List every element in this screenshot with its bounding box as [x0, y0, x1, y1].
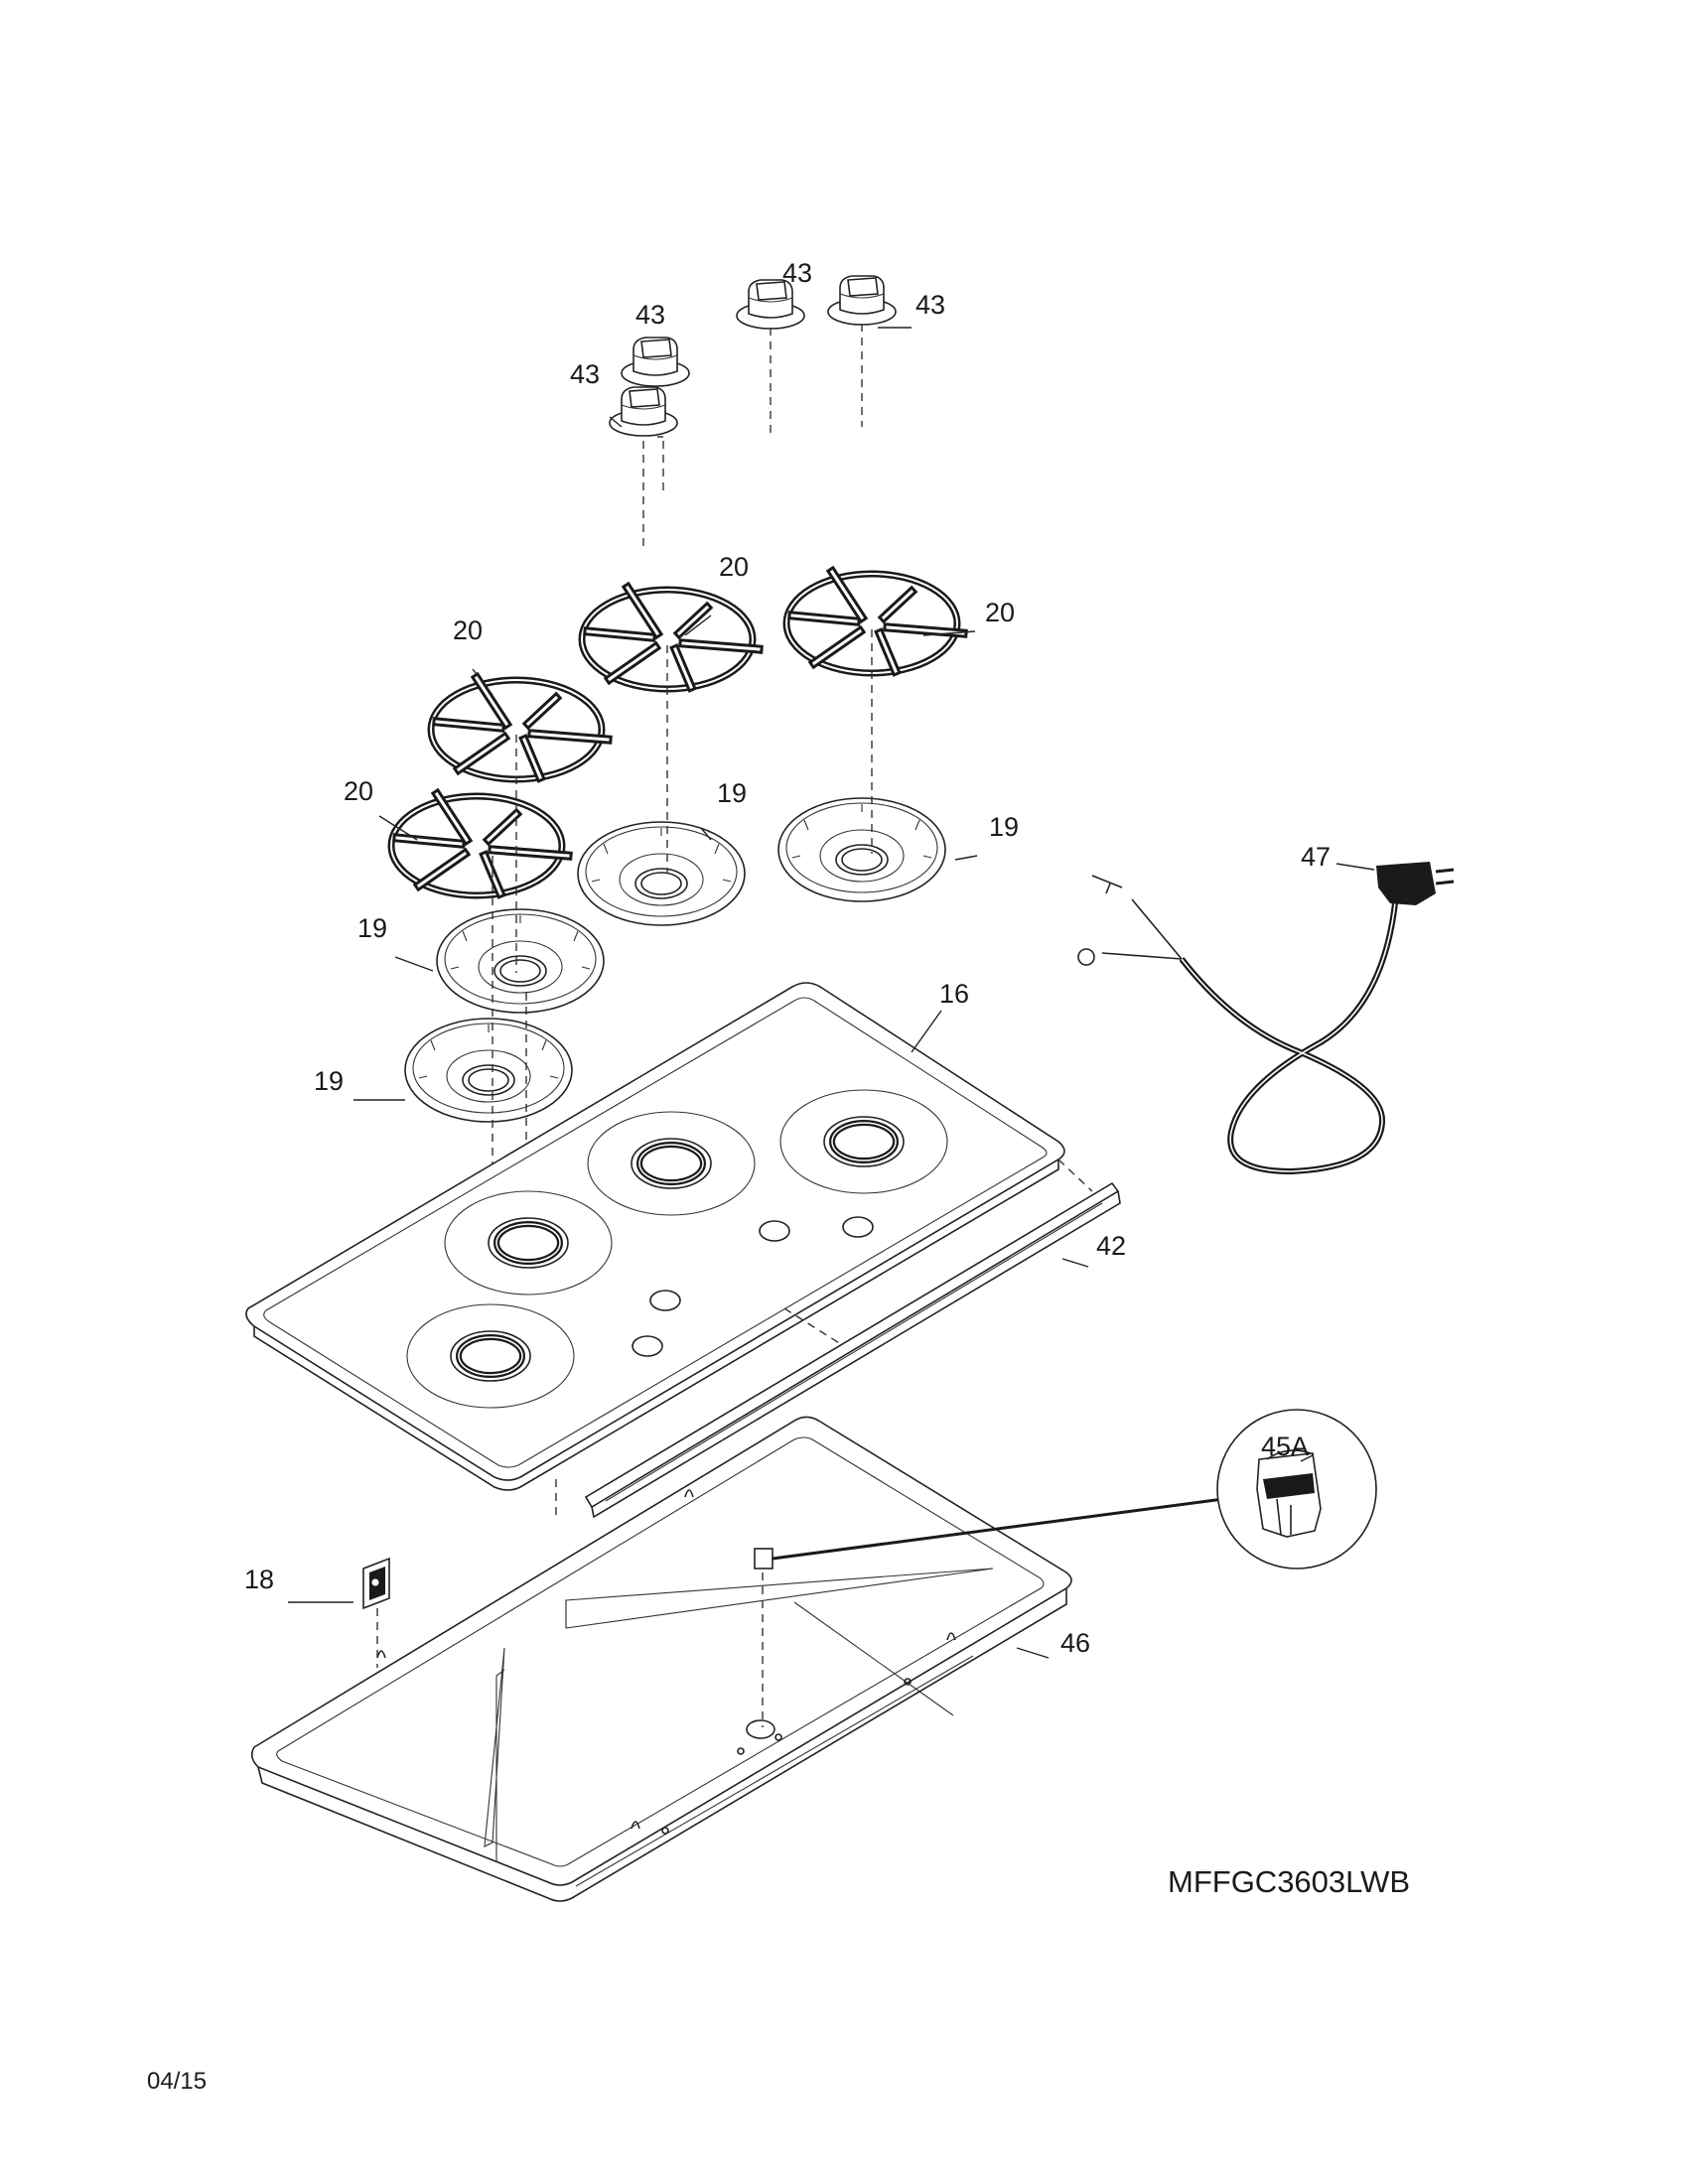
model-number: MFFGC3603LWB — [1168, 1864, 1410, 1899]
bowl-front-left — [404, 1018, 573, 1123]
revision-date: 04/15 — [147, 2068, 207, 2095]
bracket — [362, 1557, 390, 1668]
callout-trim: 42 — [1096, 1231, 1126, 1261]
knob-2 — [609, 386, 678, 437]
bowl-rear-right — [777, 797, 946, 902]
grate-rear-right — [786, 572, 963, 673]
callout-grate-rear-left: 20 — [453, 615, 483, 645]
callout-knob-2: 43 — [570, 359, 600, 389]
callout-grate-front-left: 20 — [344, 776, 373, 806]
callout-knob-3: 43 — [782, 258, 812, 288]
callout-bowl-rear-left: 19 — [357, 913, 387, 943]
callout-bracket: 18 — [244, 1565, 274, 1594]
spark-module — [754, 1409, 1377, 1570]
leader-lines — [288, 327, 1375, 1659]
bowl-rear-left — [436, 908, 605, 1014]
callout-knob-4: 43 — [915, 290, 945, 320]
trim-strip — [584, 1181, 1121, 1519]
callout-burner-box: 46 — [1060, 1628, 1090, 1658]
callout-bowl-front-left: 19 — [314, 1066, 344, 1096]
cooktop-panel — [245, 982, 1093, 1519]
burner-box — [250, 1416, 1072, 1902]
grate-front-left — [391, 794, 568, 895]
callout-bowl-rear-center: 19 — [717, 778, 747, 808]
callout-cooktop: 16 — [939, 979, 969, 1009]
grate-rear-center — [582, 588, 759, 689]
knob-4 — [827, 275, 897, 326]
callout-spark-module: 45A — [1261, 1432, 1309, 1461]
callout-cord: 47 — [1301, 842, 1331, 872]
callout-labels: 43 43 43 43 20 20 20 20 19 19 19 19 16 4… — [244, 258, 1331, 1658]
callout-grate-rear-center: 20 — [719, 552, 749, 582]
callout-bowl-rear-right: 19 — [989, 812, 1019, 842]
grate-rear-left — [431, 678, 608, 779]
callout-grate-rear-right: 20 — [985, 598, 1015, 627]
knob-group — [609, 275, 897, 546]
bowl-rear-center — [577, 821, 746, 926]
knob-1 — [621, 337, 690, 387]
callout-knob-1: 43 — [635, 300, 665, 330]
power-cord — [1077, 862, 1455, 1175]
